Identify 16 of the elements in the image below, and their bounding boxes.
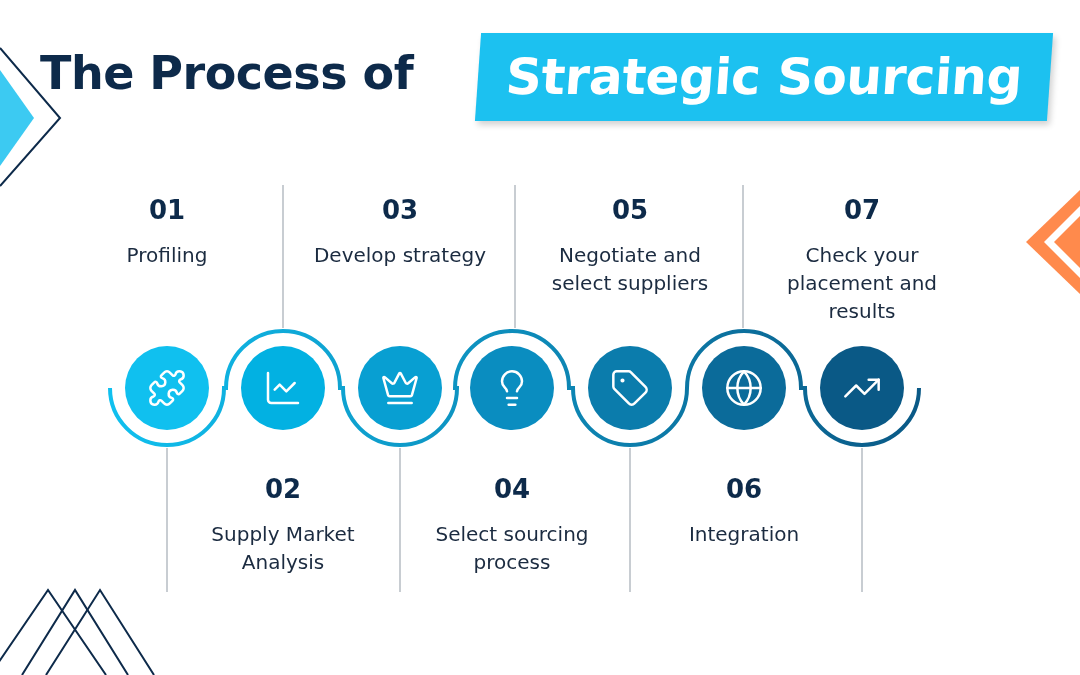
step-label: Supply Market Analysis bbox=[210, 521, 356, 576]
step-number: 03 bbox=[380, 195, 420, 225]
step-label: Integration bbox=[687, 521, 801, 548]
step-label: Develop strategy bbox=[312, 242, 488, 269]
step-number: 02 bbox=[263, 474, 303, 504]
step-number: 04 bbox=[492, 474, 532, 504]
highlighted-title: Strategic Sourcing bbox=[474, 33, 1054, 121]
step-number: 06 bbox=[724, 474, 764, 504]
step-label: Negotiate and select suppliers bbox=[550, 242, 710, 297]
step-label: Check your placement and results bbox=[785, 242, 939, 325]
step-number: 01 bbox=[147, 195, 187, 225]
step-number: 07 bbox=[842, 195, 882, 225]
step-label: Profiling bbox=[125, 242, 209, 269]
title: The Process of bbox=[40, 46, 414, 100]
step-label: Select sourcing process bbox=[434, 521, 590, 576]
step-number: 05 bbox=[610, 195, 650, 225]
